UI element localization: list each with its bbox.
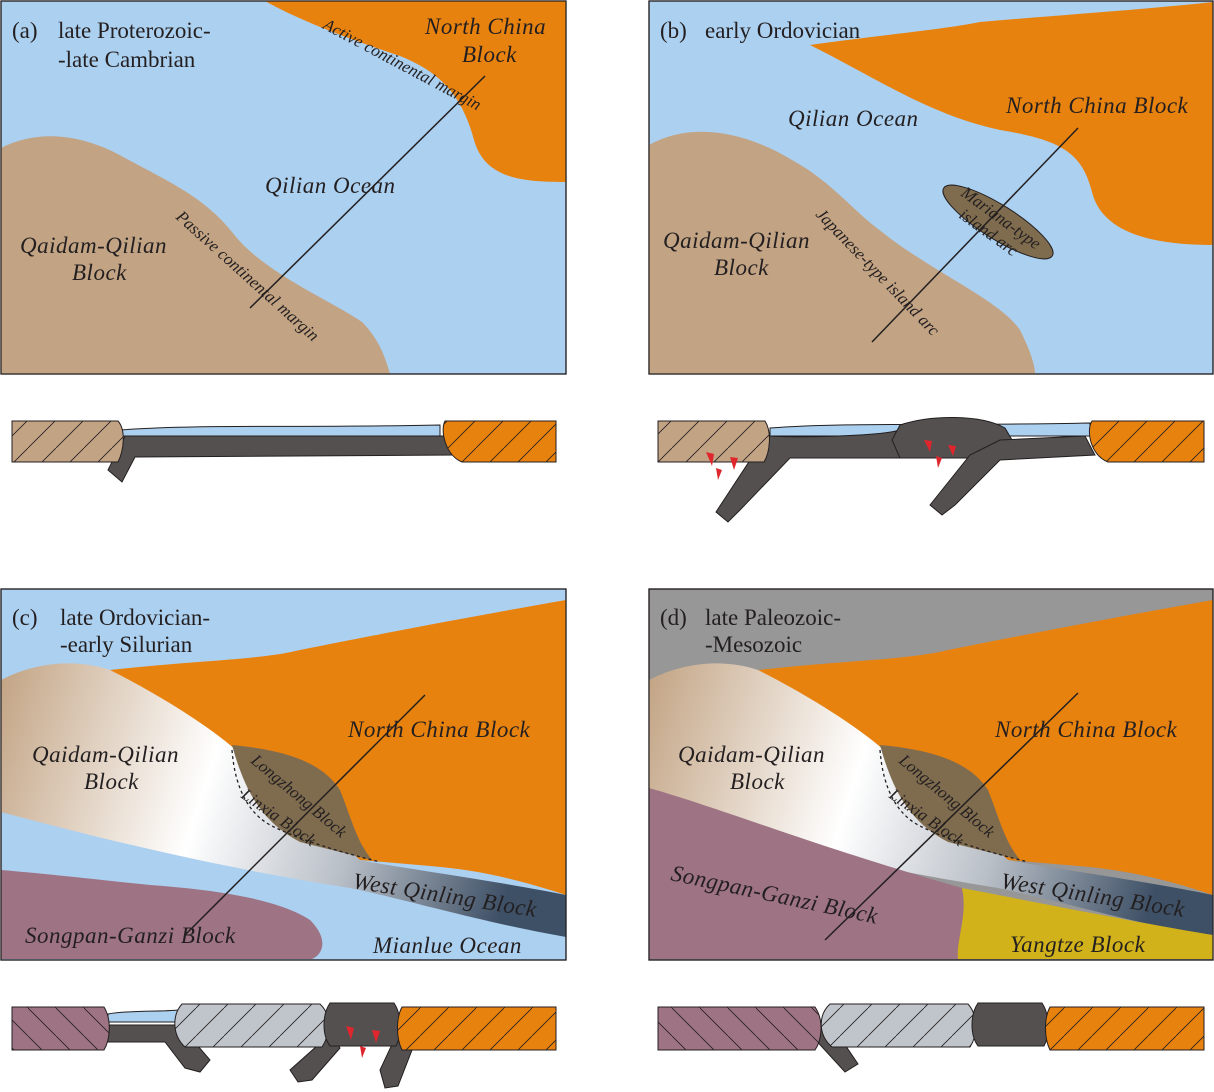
- panel-title: -Mesozoic: [705, 632, 802, 657]
- label-qaidam: Qaidam-Qilian: [663, 228, 810, 253]
- linxia-boundary: [231, 749, 381, 863]
- label-north-china: North China: [424, 14, 546, 39]
- panel-title: early Ordovician: [705, 18, 861, 43]
- longzhong-block: [232, 745, 372, 860]
- panel-c-cross-section: [11, 1002, 557, 1089]
- label-qaidam: Qaidam-Qilian: [678, 742, 825, 767]
- panel-tag: (b): [660, 18, 687, 43]
- panel-tag: (a): [12, 18, 38, 43]
- label-ocean: Qilian Ocean: [265, 173, 396, 198]
- north-china-block: [110, 600, 566, 895]
- panel-title: late Proterozoic-: [58, 18, 211, 43]
- label-qaidam: Block: [714, 255, 769, 280]
- panel-c-map: (c) late Ordovician- -early Silurian Nor…: [0, 588, 567, 961]
- label-north-china: Block: [462, 42, 517, 67]
- panel-tag: (c): [12, 605, 38, 630]
- panel-title: late Paleozoic-: [705, 605, 841, 630]
- label-mianlue-ocean: Mianlue Ocean: [372, 933, 522, 958]
- songpan-ganzi-block: [649, 788, 964, 959]
- panel-a-cross-section: [11, 420, 557, 483]
- panel-title: -early Silurian: [60, 632, 193, 657]
- section-line: [249, 75, 486, 309]
- songpan-ganzi-block: [1, 870, 323, 959]
- label-north-china: North China Block: [347, 717, 531, 742]
- section-line: [184, 694, 426, 936]
- panel-tag: (d): [660, 605, 687, 630]
- label-ocean: Qilian Ocean: [788, 106, 919, 131]
- label-qaidam: Qaidam-Qilian: [32, 742, 179, 767]
- mariana-island-arc: [942, 184, 1054, 260]
- label-yangtze: Yangtze Block: [1010, 932, 1146, 957]
- label-qaidam: Block: [84, 769, 139, 794]
- magma-icons: [346, 1026, 380, 1058]
- label-qaidam: Block: [72, 260, 127, 285]
- north-china-block: [810, 2, 1213, 245]
- north-china-block: [265, 1, 566, 182]
- linxia-boundary: [879, 749, 1029, 863]
- panel-b-map: (b) early Ordovician North China Block Q…: [648, 0, 1214, 375]
- panel-title: -late Cambrian: [58, 47, 196, 72]
- panel-b-cross-section: [657, 417, 1205, 523]
- yangtze-block: [957, 888, 1213, 959]
- label-qaidam: Qaidam-Qilian: [20, 233, 167, 258]
- qaidam-qilian-block: [1, 136, 390, 374]
- label-north-china: North China Block: [994, 717, 1178, 742]
- longzhong-block: [880, 745, 1020, 860]
- section-line: [871, 127, 1079, 343]
- qaidam-qilian-block: [649, 131, 1035, 374]
- section-line: [824, 692, 1079, 941]
- panel-a-map: (a) late Proterozoic- -late Cambrian Nor…: [0, 0, 567, 375]
- north-china-block: [758, 600, 1213, 895]
- label-songpan: Songpan-Ganzi Block: [25, 923, 236, 948]
- magma-icons: [706, 440, 956, 480]
- panel-title: late Ordovician-: [60, 605, 210, 630]
- panel-d-map: (d) late Paleozoic- -Mesozoic North Chin…: [648, 588, 1214, 961]
- label-qaidam: Block: [730, 769, 785, 794]
- label-north-china: North China Block: [1005, 93, 1189, 118]
- panel-d-cross-section: [657, 1002, 1205, 1073]
